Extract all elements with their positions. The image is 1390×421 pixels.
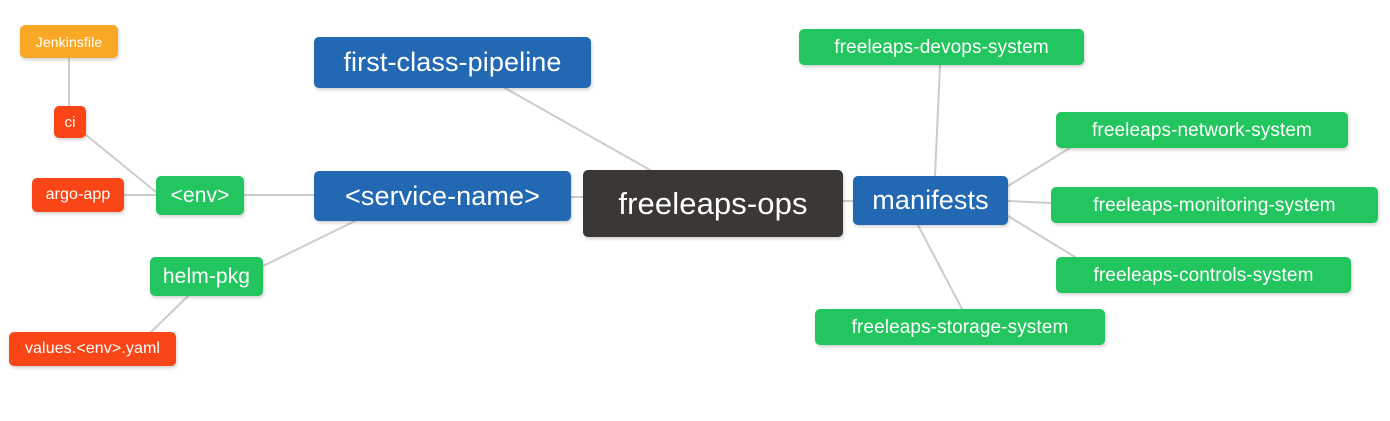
mindmap-node-env[interactable]: <env> xyxy=(156,176,244,215)
mindmap-node-freeleaps-ops[interactable]: freeleaps-ops xyxy=(583,170,843,237)
mindmap-node-argo-app[interactable]: argo-app xyxy=(32,178,124,212)
edge-manifests-to-freeleaps-devops-system xyxy=(934,64,941,177)
edge-manifests-to-freeleaps-network-system xyxy=(1007,147,1071,187)
edge-values-yaml-to-helm-pkg xyxy=(149,295,189,334)
mindmap-node-manifests[interactable]: manifests xyxy=(853,176,1008,225)
mindmap-node-values-yaml[interactable]: values.<env>.yaml xyxy=(9,332,176,366)
mindmap-node-jenkinsfile[interactable]: Jenkinsfile xyxy=(20,25,118,58)
mindmap-node-service-name[interactable]: <service-name> xyxy=(314,171,571,221)
mindmap-node-freeleaps-monitoring-system[interactable]: freeleaps-monitoring-system xyxy=(1051,187,1378,223)
mindmap-node-ci[interactable]: ci xyxy=(54,106,86,138)
mindmap-node-freeleaps-controls-system[interactable]: freeleaps-controls-system xyxy=(1056,257,1351,293)
edge-first-class-pipeline-to-freeleaps-ops xyxy=(504,87,651,171)
mindmap-node-freeleaps-devops-system[interactable]: freeleaps-devops-system xyxy=(799,29,1084,65)
edge-manifests-to-freeleaps-monitoring-system xyxy=(1007,200,1052,204)
mindmap-node-freeleaps-network-system[interactable]: freeleaps-network-system xyxy=(1056,112,1348,148)
edge-helm-pkg-to-service-name xyxy=(262,220,356,267)
mindmap-node-helm-pkg[interactable]: helm-pkg xyxy=(150,257,263,296)
mindmap-node-freeleaps-storage-system[interactable]: freeleaps-storage-system xyxy=(815,309,1105,345)
edge-manifests-to-freeleaps-storage-system xyxy=(917,224,963,310)
mindmap-node-first-class-pipeline[interactable]: first-class-pipeline xyxy=(314,37,591,88)
